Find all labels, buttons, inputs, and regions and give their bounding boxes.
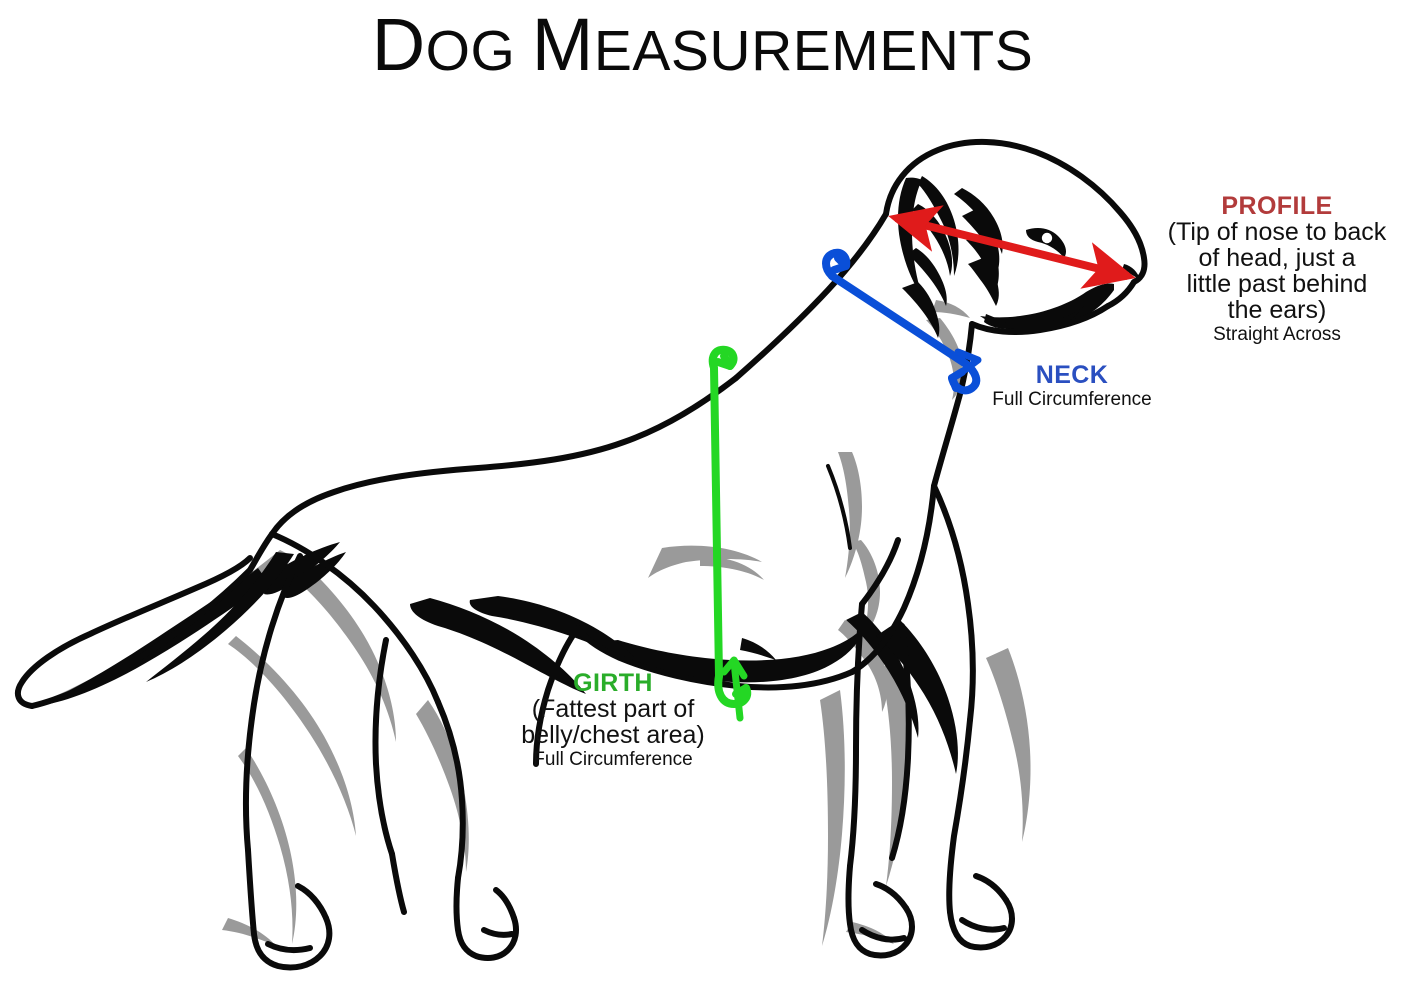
girth-sub: Full Circumference [533, 749, 693, 770]
profile-heading: PROFILE [1221, 192, 1333, 220]
title-word1-initial: D [371, 3, 426, 86]
profile-line1: (Tip of nose to back [1167, 218, 1387, 246]
girth-measurement-arrow [708, 345, 752, 722]
page-title: DOG MEASUREMENTS [0, 2, 1405, 94]
girth-heading: GIRTH [573, 669, 653, 697]
neck-sub: Full Circumference [992, 389, 1152, 410]
title-word2-rest: EASUREMENTS [593, 19, 1034, 83]
profile-line3: little past behind [1186, 270, 1368, 298]
title-word2-initial: M [531, 3, 594, 86]
neck-heading: NECK [1035, 361, 1109, 389]
profile-line2: of head, just a [1198, 244, 1356, 272]
profile-line4: the ears) [1227, 296, 1327, 324]
title-word1-rest: OG [425, 19, 516, 83]
neck-annotation: NECK Full Circumference [967, 362, 1177, 410]
girth-line2: belly/chest area) [521, 721, 705, 749]
girth-annotation: GIRTH (Fattest part of belly/chest area)… [498, 670, 728, 770]
dog-outline [14, 138, 1148, 971]
girth-line1: (Fattest part of [531, 695, 695, 723]
profile-sub: Straight Across [1213, 324, 1341, 345]
neck-measurement-arrow [822, 248, 982, 395]
profile-annotation: PROFILE (Tip of nose to back of head, ju… [1152, 193, 1402, 345]
profile-measurement-arrow [888, 205, 1136, 289]
